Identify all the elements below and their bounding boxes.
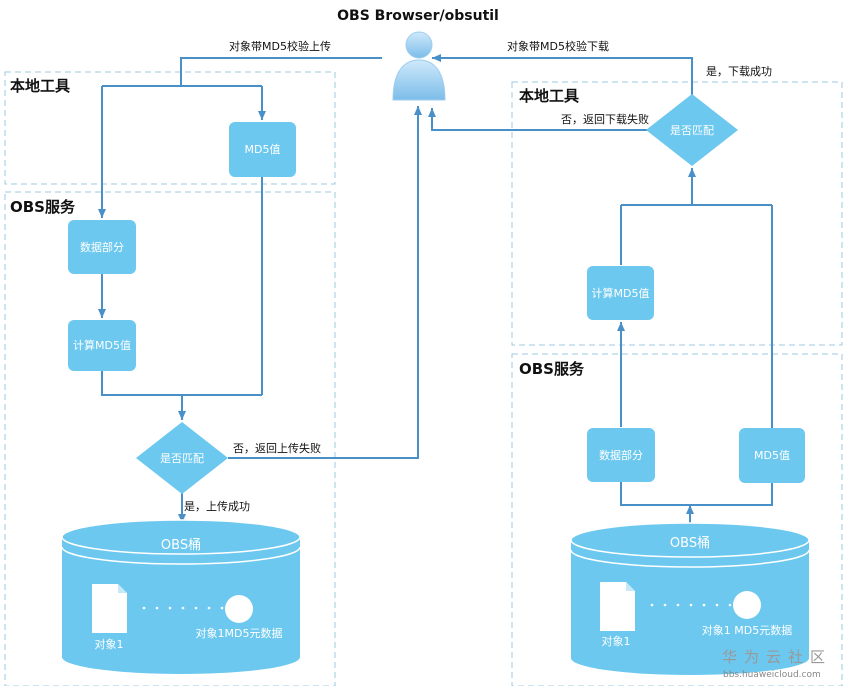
upload-match-label: 是否匹配 [160, 452, 204, 465]
download-metadata-label: 对象1 MD5元数据 [702, 623, 792, 637]
upload-success-label: 是，上传成功 [184, 500, 250, 513]
watermark-url: bbs.huaweicloud.com [723, 670, 821, 680]
upload-data-part-label: 数据部分 [80, 240, 124, 254]
download-md5-value-box [739, 428, 805, 483]
download-obs-service-frame [511, 353, 843, 686]
download-compute-md5-label: 计算MD5值 [592, 286, 650, 300]
upload-top-arrow-label: 对象带MD5校验上传 [229, 39, 331, 53]
upload-md5-value-label: MD5值 [245, 143, 281, 156]
download-connectors [428, 54, 773, 523]
download-local-tool-title: 本地工具 [519, 87, 579, 105]
download-data-part-box [587, 428, 655, 482]
download-compute-md5-box [587, 266, 654, 320]
upload-obs-service-frame [4, 191, 336, 686]
download-match-diamond [646, 94, 738, 166]
upload-md5-value-box [229, 122, 296, 177]
download-top-arrow-label: 对象带MD5校验下载 [507, 39, 609, 53]
upload-metadata-label: 对象1MD5元数据 [196, 626, 283, 640]
upload-compute-md5-box [68, 320, 136, 371]
download-match-label: 是否匹配 [670, 124, 714, 137]
download-obs-bucket [570, 522, 810, 675]
watermark-brand: 华为云社区 [722, 648, 832, 666]
download-metadata-icon [733, 591, 761, 619]
download-local-tool-frame [511, 81, 843, 346]
upload-local-tool-title: 本地工具 [10, 77, 70, 95]
upload-obs-service-title: OBS服务 [10, 198, 76, 216]
download-dotted-link [650, 603, 732, 607]
download-success-label: 是，下载成功 [706, 65, 772, 78]
download-object-file-fold [626, 582, 635, 591]
upload-dotted-link [142, 606, 224, 610]
upload-compute-md5-label: 计算MD5值 [73, 338, 131, 352]
diagram-title: OBS Browser/obsutil [337, 8, 499, 24]
download-fail-label: 否，返回下载失败 [561, 112, 649, 126]
upload-object-file-fold [118, 584, 127, 593]
upload-fail-label: 否，返回上传失败 [233, 441, 321, 455]
download-bucket-title: OBS桶 [670, 536, 710, 551]
upload-match-diamond [136, 422, 228, 494]
download-object-file-icon [600, 582, 635, 631]
upload-connectors [98, 57, 422, 523]
upload-local-tool-frame [4, 71, 336, 185]
upload-data-part-box [68, 220, 136, 274]
upload-metadata-icon [225, 595, 253, 623]
upload-bucket-title: OBS桶 [161, 538, 201, 553]
download-obs-service-title: OBS服务 [519, 360, 585, 378]
download-object-label: 对象1 [602, 634, 631, 648]
upload-object-file-icon [92, 584, 127, 633]
download-data-part-label: 数据部分 [599, 448, 643, 462]
upload-obs-bucket [61, 519, 301, 674]
upload-object-label: 对象1 [95, 637, 124, 651]
user-icon [392, 31, 446, 101]
download-md5-value-label: MD5值 [754, 449, 790, 462]
